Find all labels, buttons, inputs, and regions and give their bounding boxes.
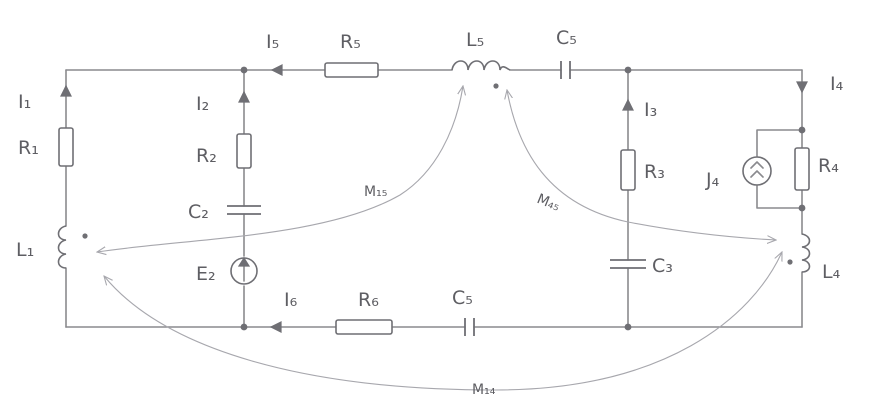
node-bottom-right: [624, 323, 632, 331]
label-i3: I₃: [644, 99, 657, 121]
labels: I₁ R₁ L₁ I₂ R₂ C₂ E₂ I₅ R₅ L₅ C₅ I₃ R₃ C…: [16, 27, 844, 398]
capacitor-c5-top: [560, 61, 571, 79]
resistor-r4: [794, 147, 810, 191]
label-j4: J₄: [705, 169, 720, 191]
label-m14: M₁₄: [472, 382, 496, 398]
label-e2: E₂: [196, 263, 216, 285]
label-l1: L₁: [16, 239, 34, 261]
label-r1: R₁: [18, 137, 39, 159]
label-i5: I₅: [266, 31, 279, 53]
wires: [65, 69, 803, 328]
label-i1: I₁: [18, 91, 31, 113]
resistor-r5: [324, 62, 379, 78]
label-c5-top: C₅: [556, 27, 577, 49]
node-j4-top: [798, 126, 806, 134]
i1-arrow-icon: [60, 84, 72, 97]
inductor-l5: [451, 60, 511, 71]
i2-arrow-icon: [238, 90, 250, 103]
capacitor-c2: [227, 205, 261, 215]
capacitor-c3: [610, 259, 646, 269]
label-r2: R₂: [196, 145, 217, 167]
label-m45: M₄₅: [534, 191, 562, 215]
mutual-m45-curve: [507, 90, 776, 240]
i4-arrow-icon: [796, 81, 808, 94]
label-l5: L₅: [466, 29, 484, 51]
label-c2: C₂: [188, 201, 209, 223]
inductor-l4: [801, 233, 811, 273]
resistor-r6: [335, 319, 393, 335]
inductor-l1: [57, 225, 67, 269]
label-r3: R₃: [644, 161, 665, 183]
node-top-left: [240, 66, 248, 74]
label-r6: R₆: [358, 289, 379, 311]
i3-arrow-icon: [622, 98, 634, 111]
label-c3: C₃: [652, 255, 673, 277]
label-c5-bottom: C₅: [452, 287, 473, 309]
label-i4: I₄: [830, 73, 844, 95]
mutual-m15-curve: [97, 86, 463, 252]
mutual-m14-curve: [104, 252, 782, 391]
node-bottom-left: [240, 323, 248, 331]
nodes: [240, 66, 806, 331]
l4-polarity-dot: [787, 259, 793, 265]
resistor-r3: [620, 149, 636, 191]
l1-polarity-dot: [82, 233, 88, 239]
resistor-r2: [236, 133, 252, 169]
node-top-right: [624, 66, 632, 74]
label-i2: I₂: [196, 93, 209, 115]
i5-arrow-icon: [270, 64, 283, 76]
i6-arrow-icon: [269, 321, 282, 333]
label-r5: R₅: [340, 31, 361, 53]
node-j4-bottom: [798, 204, 806, 212]
label-l4: L₄: [822, 261, 841, 283]
current-source-j4: [742, 156, 772, 186]
label-m15: M₁₅: [364, 184, 387, 200]
voltage-source-e2: [230, 256, 258, 285]
l5-polarity-dot: [493, 83, 499, 89]
capacitor-c5-bottom: [464, 318, 475, 336]
resistor-r1: [58, 127, 74, 167]
label-i6: I₆: [284, 289, 297, 311]
label-r4: R₄: [818, 155, 839, 177]
